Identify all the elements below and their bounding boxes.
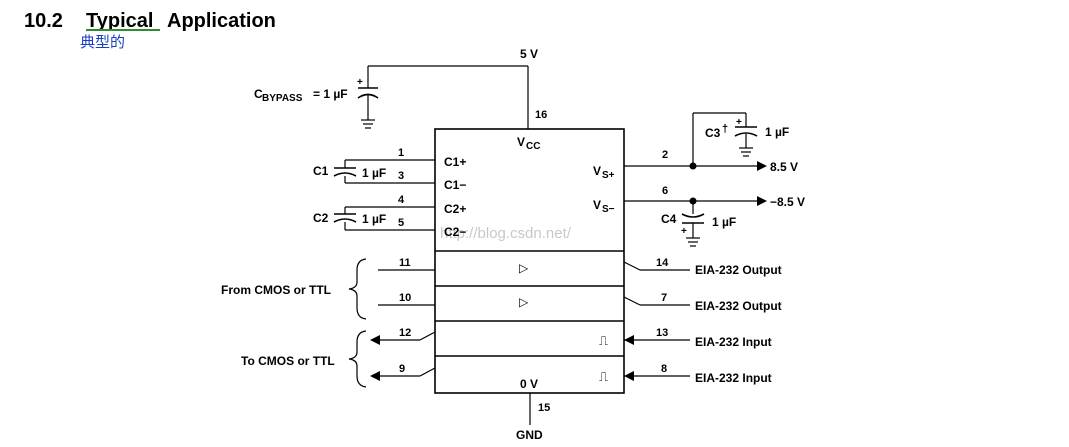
- driver2-buffer-icon: ▷: [519, 295, 529, 309]
- c1-neg-label: C1−: [444, 178, 466, 192]
- from-cmos-label: From CMOS or TTL: [221, 283, 331, 297]
- c4-value: 1 µF: [712, 215, 736, 229]
- bypass-label: C: [254, 87, 263, 101]
- c2-pin-bottom: 5: [398, 217, 404, 229]
- from-cmos-brace: [348, 258, 367, 320]
- c3-name: C3: [705, 126, 721, 140]
- vs-minus-label: V: [593, 198, 601, 212]
- c4-polarity: +: [681, 226, 687, 237]
- gnd-pin-number: 15: [538, 402, 550, 414]
- driver2-in-pin: 10: [399, 292, 411, 304]
- vs-minus-voltage: −8.5 V: [770, 195, 805, 209]
- c1-pin-bottom: 3: [398, 170, 404, 182]
- c1-pos-label: C1+: [444, 155, 466, 169]
- c2-curve: [333, 218, 357, 223]
- vs-plus-pin: 2: [662, 149, 668, 161]
- c1-pin-top: 1: [398, 147, 404, 159]
- to-cmos-brace: [348, 330, 367, 388]
- bypass-value: = 1 µF: [313, 87, 348, 101]
- driver1-out-pin: 14: [656, 257, 669, 269]
- bypass-label-subscript: BYPASS: [262, 93, 303, 104]
- c3-polarity: +: [736, 117, 742, 128]
- c1-value: 1 µF: [362, 166, 386, 180]
- vs-plus-arrow-icon: [757, 161, 767, 171]
- c3-curve: [734, 132, 758, 137]
- supply-label: 5 V: [520, 47, 538, 61]
- driver2-out-diag: [623, 296, 641, 306]
- gnd-label: GND: [516, 428, 543, 442]
- section-number: 10.2: [24, 10, 63, 32]
- subtitle: 典型的: [80, 34, 125, 51]
- vs-plus-voltage: 8.5 V: [770, 160, 798, 174]
- vs-plus-label: V: [593, 164, 601, 178]
- vs-minus-arrow-icon: [757, 196, 767, 206]
- bypass-polarity: +: [357, 77, 363, 88]
- c4-curve: [681, 213, 705, 218]
- vcc-label: V: [517, 135, 525, 149]
- c1-name: C1: [313, 164, 329, 178]
- receiver1-arrow-icon: [370, 335, 380, 345]
- receiver2-schmitt-icon: ⎍: [599, 369, 608, 384]
- driver2-out-label: EIA-232 Output: [695, 299, 782, 313]
- receiver2-arrow-icon: [370, 371, 380, 381]
- c2-name: C2: [313, 211, 329, 225]
- driver1-buffer-icon: ▷: [519, 261, 529, 275]
- receiver1-in-pin: 13: [656, 327, 668, 339]
- receiver2-in-pin: 8: [661, 363, 667, 375]
- receiver1-schmitt-icon: ⎍: [599, 333, 608, 348]
- vs-minus-pin: 6: [662, 185, 668, 197]
- watermark: http://blog.csdn.net/: [440, 225, 572, 242]
- title-word-application: Application: [167, 10, 276, 32]
- c4-name: C4: [661, 212, 677, 226]
- receiver1-out-pin: 12: [399, 327, 411, 339]
- ov-label: 0 V: [520, 377, 538, 391]
- vcc-subscript: CC: [526, 141, 540, 152]
- bypass-cap-curve: [357, 93, 379, 99]
- receiver2-out-diag: [419, 367, 436, 377]
- vs-plus-subscript: S+: [602, 170, 615, 181]
- c2-value: 1 µF: [362, 212, 386, 226]
- driver1-out-label: EIA-232 Output: [695, 263, 782, 277]
- c3-ground-icon: [739, 147, 753, 157]
- bypass-ground-icon: [361, 119, 375, 129]
- c2-pos-label: C2+: [444, 202, 466, 216]
- receiver2-out-pin: 9: [399, 363, 405, 375]
- driver2-out-pin: 7: [661, 292, 667, 304]
- c2-neg-label: C2−: [444, 225, 466, 239]
- vs-minus-subscript: S−: [602, 204, 615, 215]
- driver1-out-diag: [623, 261, 641, 271]
- c2-pin-top: 4: [398, 194, 405, 206]
- c3-value: 1 µF: [765, 125, 789, 139]
- driver1-in-pin: 11: [399, 257, 411, 269]
- c3-dagger: †: [722, 123, 728, 135]
- receiver1-in-arrow-icon: [624, 335, 634, 345]
- vcc-pin-number: 16: [535, 109, 547, 121]
- receiver1-in-label: EIA-232 Input: [695, 335, 772, 349]
- receiver2-in-label: EIA-232 Input: [695, 371, 772, 385]
- c4-ground-icon: [686, 237, 700, 247]
- receiver1-out-diag: [419, 331, 436, 341]
- c1-curve: [333, 172, 357, 177]
- title-word-typical: Typical: [86, 10, 153, 32]
- to-cmos-label: To CMOS or TTL: [241, 354, 335, 368]
- receiver2-in-arrow-icon: [624, 371, 634, 381]
